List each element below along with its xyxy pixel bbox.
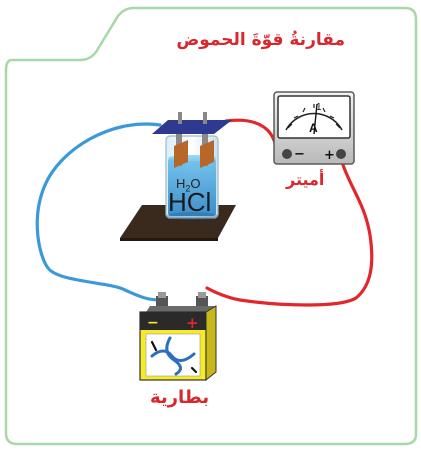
ammeter-minus-sign: − <box>294 147 305 162</box>
diagram-title: مقارنةُ قوّةَ الحموض <box>176 30 345 50</box>
red-wire-right <box>205 163 374 307</box>
battery-label: بطارية <box>150 387 210 408</box>
ammeter-scale-mark: 1 <box>316 102 322 113</box>
frame-border <box>4 6 418 446</box>
battery: − + <box>139 292 217 382</box>
water-formula: H2O <box>176 176 201 194</box>
water-formula-sub: 2 <box>185 183 191 194</box>
battery-logo-icon <box>150 336 196 376</box>
beaker <box>152 112 232 220</box>
ammeter-terminal-minus <box>282 149 292 159</box>
ammeter-plus-sign: + <box>324 148 335 163</box>
battery-minus-sign: − <box>147 315 159 331</box>
acid-solution <box>168 158 216 216</box>
ammeter-label: أميتر <box>286 170 325 189</box>
ammeter-needle <box>313 103 318 135</box>
battery-plus-sign: + <box>186 314 199 332</box>
water-formula-h: H <box>176 176 186 191</box>
water-formula-o: O <box>190 176 201 191</box>
beaker-lid <box>152 120 232 134</box>
blue-wire <box>35 122 162 302</box>
ammeter-terminal-plus <box>336 149 346 159</box>
ammeter-dial-letter: A <box>309 121 318 135</box>
acid-formula: HCl <box>168 187 212 217</box>
ammeter: 1 A − + <box>273 91 355 165</box>
